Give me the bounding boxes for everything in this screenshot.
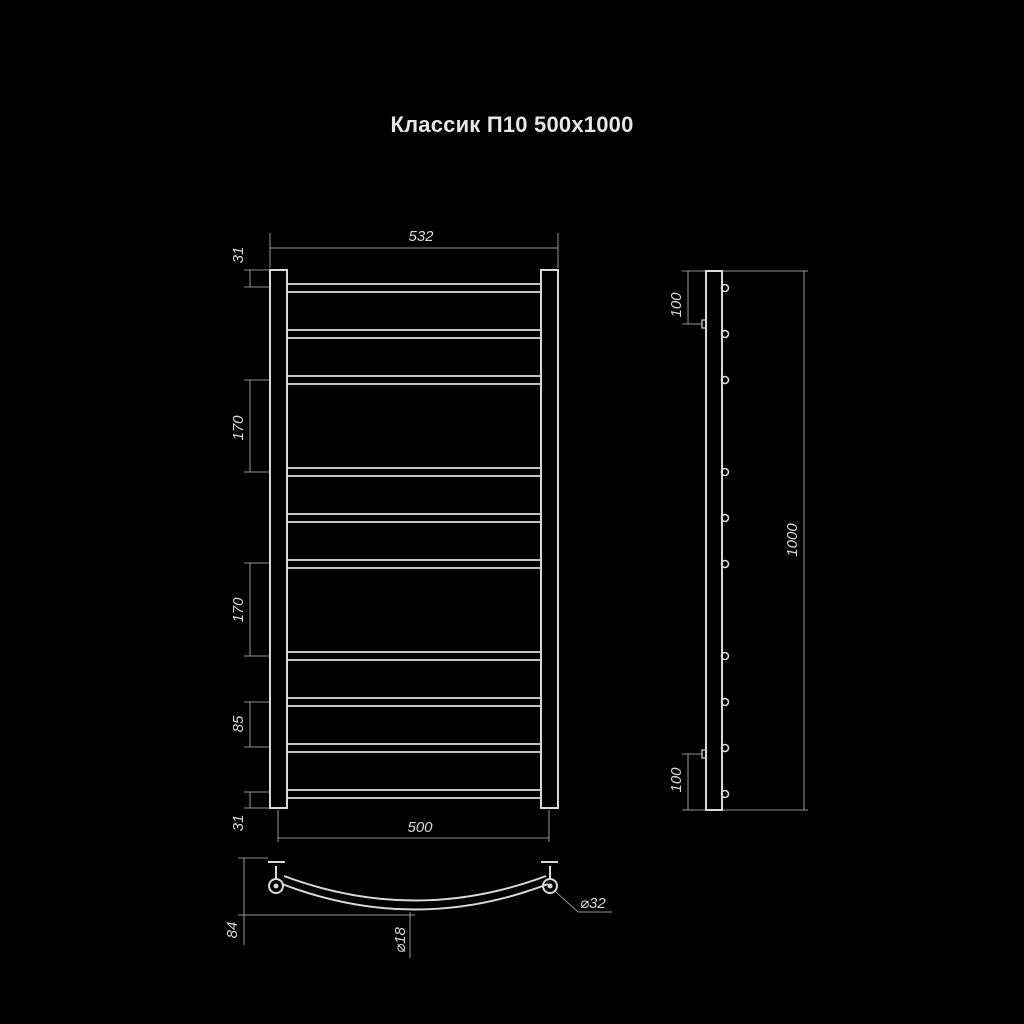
dim-overall-width: 532 bbox=[408, 228, 434, 245]
side-rung-end bbox=[720, 789, 730, 799]
front-view: 532 500 31 170 170 85 31 bbox=[230, 228, 559, 842]
curved-rung-outer bbox=[281, 883, 549, 911]
rung bbox=[286, 513, 542, 523]
dim-side-bottom-offset: 100 bbox=[668, 767, 685, 793]
rungs bbox=[286, 283, 542, 799]
dim-rung-diameter: ⌀18 bbox=[392, 926, 409, 952]
rung bbox=[286, 651, 542, 661]
side-view: 1000 100 100 bbox=[668, 270, 808, 811]
side-rung-end bbox=[720, 329, 730, 339]
side-rung-end bbox=[720, 743, 730, 753]
side-rung-end bbox=[720, 513, 730, 523]
dim-post-diameter: ⌀32 bbox=[580, 895, 606, 912]
dim-rung-pitch: 85 bbox=[230, 715, 247, 732]
dim-overall-height: 1000 bbox=[784, 523, 801, 557]
rung bbox=[286, 375, 542, 385]
dim-axis-width: 500 bbox=[407, 819, 433, 836]
side-mount-bottom bbox=[701, 749, 707, 759]
side-rung-end bbox=[720, 651, 730, 661]
side-rung-ends bbox=[720, 283, 730, 799]
dim-top-offset: 31 bbox=[230, 247, 247, 264]
rung bbox=[286, 467, 542, 477]
rung bbox=[286, 283, 542, 293]
side-rung-end bbox=[720, 467, 730, 477]
side-mount-top bbox=[701, 319, 707, 329]
dim-gap-upper: 170 bbox=[230, 415, 247, 441]
side-rung-end bbox=[720, 559, 730, 569]
side-rung-end bbox=[720, 283, 730, 293]
drawing-title: Классик П10 500x1000 bbox=[390, 112, 634, 137]
dim-gap-lower: 170 bbox=[230, 597, 247, 623]
left-post bbox=[269, 269, 288, 809]
dim-side-top-offset: 100 bbox=[668, 292, 685, 318]
side-rung-end bbox=[720, 375, 730, 385]
curved-rung-inner bbox=[283, 875, 547, 902]
top-view: 84 ⌀18 ⌀32 bbox=[224, 857, 612, 958]
rung bbox=[286, 697, 542, 707]
right-post bbox=[540, 269, 559, 809]
rung bbox=[286, 329, 542, 339]
side-post bbox=[705, 270, 723, 811]
rung bbox=[286, 743, 542, 753]
side-rung-end bbox=[720, 697, 730, 707]
dim-bottom-offset: 31 bbox=[230, 815, 247, 832]
rung bbox=[286, 559, 542, 569]
dim-depth: 84 bbox=[224, 922, 241, 939]
rung bbox=[286, 789, 542, 799]
